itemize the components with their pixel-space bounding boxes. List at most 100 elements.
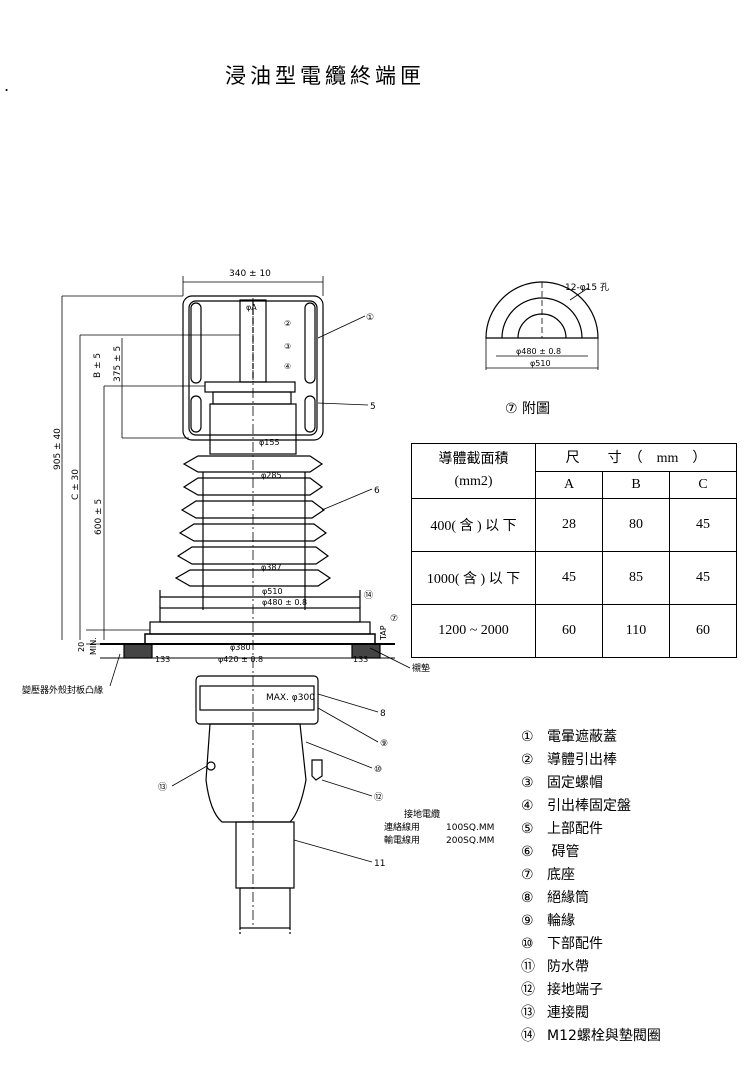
- ground-cable-row: 連絡線用 100SQ.MM: [384, 822, 494, 835]
- table-cell-b: 80: [602, 498, 670, 552]
- table-cell-a: 45: [535, 551, 603, 605]
- dim-top-width: 340 ± 10: [229, 269, 271, 279]
- legend-text: 連接閥: [547, 1005, 589, 1021]
- table-header-a: A: [535, 470, 603, 499]
- dim-510: φ510: [262, 587, 283, 596]
- callout-14: ⑭: [364, 590, 373, 601]
- dimension-table: 導體截面積 (mm2) 尺 寸 （ mm ） A B C 400( 含 ) 以 …: [411, 443, 737, 658]
- legend-number: ④: [521, 798, 534, 814]
- ground-cable-use: 輸電線用: [384, 836, 421, 846]
- table-cell-b: 85: [602, 551, 670, 605]
- list-item: ⑨ 輪緣: [521, 910, 661, 933]
- legend-number: ⑨: [521, 913, 534, 929]
- stray-dot: .: [4, 76, 10, 95]
- list-item: ⑤ 上部配件: [521, 818, 661, 841]
- callout-11: 11: [374, 859, 385, 869]
- f7-dim-480: φ480 ± 0.8: [516, 347, 561, 356]
- legend-text: M12螺栓與墊閥圈: [547, 1028, 661, 1044]
- dim-133-left: 133: [155, 655, 170, 664]
- list-item: ① 電暈遮蔽蓋: [521, 726, 661, 749]
- legend-number: ⑬: [521, 1005, 535, 1021]
- dim-b: B ± 5: [93, 353, 103, 378]
- legend-text: 防水帶: [547, 959, 589, 975]
- table-cell-section: 1200 ~ 2000: [411, 604, 536, 658]
- table-header-size: 尺 寸 （ mm ）: [535, 443, 737, 472]
- drawing-title: 浸油型電纜終端匣: [225, 64, 425, 88]
- legend-text: 碍管: [547, 844, 580, 860]
- dim-387: φ387: [261, 563, 282, 572]
- list-item: ④ 引出棒固定盤: [521, 795, 661, 818]
- list-item: ② 導體引出棒: [521, 749, 661, 772]
- list-item: ⑬ 連接閥: [521, 1002, 661, 1025]
- table-header-b: B: [602, 470, 670, 499]
- dim-600: 600 ± 5: [94, 499, 104, 535]
- callout-12: ⑫: [374, 792, 383, 803]
- table-row: 1200 ~ 2000 60 110 60: [411, 604, 737, 658]
- f7-dim-510: φ510: [530, 359, 551, 368]
- list-item: ⑦ 底座: [521, 864, 661, 887]
- table-header-row: A B C: [412, 470, 737, 499]
- legend-text: 引出棒固定盤: [547, 798, 631, 814]
- hole-label: 12-φ15 孔: [565, 282, 609, 293]
- callout-2: ②: [284, 319, 291, 328]
- callout-1: ①: [366, 313, 374, 323]
- legend-number: ⑪: [521, 959, 535, 975]
- ground-cable-spec: 200SQ.MM: [446, 836, 495, 846]
- legend-number: ②: [521, 752, 534, 768]
- callout-7: ⑦: [390, 614, 398, 624]
- dim-max300: MAX. φ300: [266, 693, 315, 703]
- dim-905: 905 ± 40: [53, 428, 63, 470]
- header-section-label: 導體截面積: [438, 452, 509, 467]
- callout-9: ⑨: [380, 739, 388, 749]
- tap-label: TAP: [379, 625, 388, 641]
- list-item: ⑪ 防水帶: [521, 956, 661, 979]
- table-row: 400( 含 ) 以 下 28 80 45: [411, 498, 737, 552]
- dim-c: C ± 30: [71, 469, 81, 500]
- dim-133-right: 133: [353, 655, 368, 664]
- callout-8: 8: [380, 709, 386, 719]
- legend-number: ⑧: [521, 890, 534, 906]
- legend-number: ①: [521, 729, 534, 745]
- table-cell-c: 45: [669, 498, 737, 552]
- table-cell-section: 1000( 含 ) 以 下: [411, 551, 536, 605]
- insulating-cylinder: [195, 675, 323, 935]
- detail-7: [485, 281, 599, 370]
- conductor-rod: [204, 299, 296, 405]
- base-plate: [100, 590, 395, 659]
- gasket-label: 襯墊: [412, 662, 430, 674]
- legend-text: 底座: [547, 867, 575, 883]
- dim-380: φ380: [230, 643, 251, 652]
- callout-10: ⑩: [374, 765, 382, 775]
- legend-text: 導體引出棒: [547, 752, 617, 768]
- porcelain-sheds: [174, 455, 332, 610]
- dim-a: φA: [246, 303, 257, 312]
- legend-number: ⑥: [521, 844, 534, 860]
- ground-cable-use: 連絡線用: [384, 823, 421, 833]
- legend-number: ⑦: [521, 867, 534, 883]
- callout-5: 5: [370, 402, 376, 412]
- ground-cable-note: 接地電纜 連絡線用 100SQ.MM 輸電線用 200SQ.MM: [384, 809, 494, 848]
- table-cell-a: 60: [535, 604, 603, 658]
- legend-number: ⑩: [521, 936, 534, 952]
- legend-text: 上部配件: [547, 821, 603, 837]
- legend-number: ⑤: [521, 821, 534, 837]
- legend-text: 電暈遮蔽蓋: [547, 729, 617, 745]
- ground-cable-row: 輸電線用 200SQ.MM: [384, 835, 494, 848]
- legend-text: 輪緣: [547, 913, 575, 929]
- table-row: 1000( 含 ) 以 下 45 85 45: [411, 551, 737, 605]
- list-item: ⑥ 碍管: [521, 841, 661, 864]
- table-header-section: 導體截面積 (mm2): [411, 443, 536, 499]
- dim-155: φ155: [259, 438, 280, 447]
- transformer-flange-label: 變壓器外殼封板凸緣: [22, 684, 103, 696]
- table-header-c: C: [669, 470, 737, 499]
- ground-cable-heading: 接地電纜: [404, 810, 441, 820]
- table-cell-c: 45: [669, 551, 737, 605]
- dimension-lines: [61, 276, 324, 645]
- ground-cable-spec: 100SQ.MM: [446, 823, 495, 833]
